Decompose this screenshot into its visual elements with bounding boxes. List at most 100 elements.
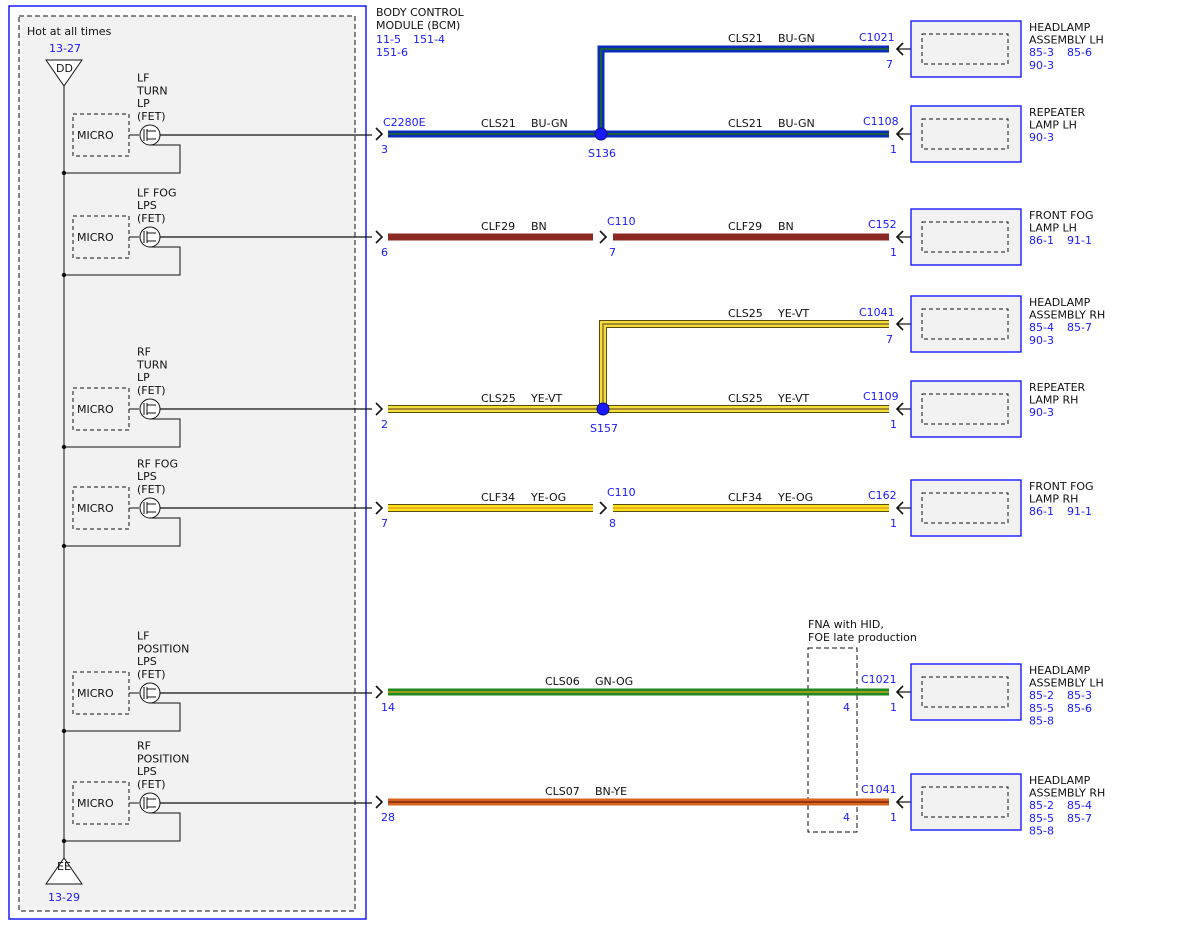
fet-icon <box>139 398 161 420</box>
option-box-line2: FOE late production <box>808 631 917 644</box>
component-inner <box>921 33 1009 65</box>
inline-connector-pin: 8 <box>609 517 616 530</box>
component-box <box>910 663 1022 721</box>
component-name-line: ASSEMBLY RH <box>1029 787 1105 800</box>
color-label: BN <box>531 220 547 233</box>
micro-label: MICRO <box>77 231 114 244</box>
driver-name-line: RF FOG <box>137 457 178 470</box>
circuit-label: CLS25 <box>728 307 763 320</box>
component-box <box>910 479 1022 537</box>
driver-name-line: LF <box>137 72 149 85</box>
component-inner <box>921 676 1009 708</box>
connector-arrow-icon <box>375 127 384 141</box>
connector-pin: 1 <box>890 418 897 431</box>
component-name-line: HEADLAMP <box>1029 21 1091 34</box>
fet-icon <box>139 226 161 248</box>
color-label: YE-VT <box>777 307 810 320</box>
node-dd-ref: 13-27 <box>49 42 81 55</box>
driver-name-line: (FET) <box>137 212 166 225</box>
circuit-label: CLS07 <box>545 785 580 798</box>
component-name-line: REPEATER <box>1029 381 1086 394</box>
component-name-line: FRONT FOG <box>1029 209 1094 222</box>
bcm-title-line1: BODY CONTROL <box>376 6 465 19</box>
component-box <box>910 773 1022 831</box>
driver-name-line: (FET) <box>137 384 166 397</box>
driver-name-line: POSITION <box>137 752 189 765</box>
component-ref: 85-2 <box>1029 799 1054 812</box>
color-label: YE-OG <box>777 491 813 504</box>
driver-name-line: LPS <box>137 199 157 212</box>
connector-arrow-icon <box>375 402 384 416</box>
color-label: BU-GN <box>778 117 815 130</box>
micro-label: MICRO <box>77 687 114 700</box>
driver-name-line: LP <box>137 97 150 110</box>
fet-icon <box>139 682 161 704</box>
circuit-label: CLS21 <box>728 32 763 45</box>
component-inner <box>921 308 1009 340</box>
component-name-line: FRONT FOG <box>1029 480 1094 493</box>
component-inner <box>921 393 1009 425</box>
driver-name-line: LP <box>137 371 150 384</box>
component-ref: 85-3 <box>1067 689 1092 702</box>
connector-pin: 1 <box>890 517 897 530</box>
connector-arrow-icon <box>375 795 384 809</box>
bcm-title-line2: MODULE (BCM) <box>376 19 460 32</box>
micro-label: MICRO <box>77 502 114 515</box>
bcm-pin: 7 <box>381 517 388 530</box>
bcm-pin: 2 <box>381 418 388 431</box>
driver-name-line: LPS <box>137 655 157 668</box>
hot-at-all-times-label: Hot at all times <box>27 25 112 38</box>
component-inner <box>921 786 1009 818</box>
bcm-inner-box <box>18 15 356 912</box>
driver-name-line: RF <box>137 346 151 359</box>
connector-pin: 1 <box>890 811 897 824</box>
component-inner <box>921 118 1009 150</box>
bcm-pin: 28 <box>381 811 395 824</box>
connector-label: C162 <box>868 489 897 502</box>
driver-name-line: (FET) <box>137 778 166 791</box>
node-ee-triangle <box>45 857 83 885</box>
color-label: BU-GN <box>778 32 815 45</box>
color-label: YE-VT <box>530 392 563 405</box>
micro-label: MICRO <box>77 129 114 142</box>
driver-name-line: TURN <box>136 358 168 371</box>
driver-name-line: (FET) <box>137 668 166 681</box>
component-ref: 90-3 <box>1029 334 1054 347</box>
component-box <box>910 295 1022 353</box>
component-name-line: ASSEMBLY LH <box>1029 677 1104 690</box>
component-name-line: HEADLAMP <box>1029 664 1091 677</box>
component-ref: 91-1 <box>1067 234 1092 247</box>
component-name-line: LAMP LH <box>1029 119 1077 132</box>
color-label: BN <box>778 220 794 233</box>
connector-pin: 1 <box>890 701 897 714</box>
component-box <box>910 380 1022 438</box>
component-ref: 85-7 <box>1067 321 1092 334</box>
component-ref: 91-1 <box>1067 505 1092 518</box>
component-inner <box>921 221 1009 253</box>
bus-junction-dot <box>61 444 67 450</box>
connector-label: C1021 <box>859 31 895 44</box>
component-ref: 85-8 <box>1029 714 1054 727</box>
bcm-ref-151-6: 151-6 <box>376 46 408 59</box>
bcm-ref-151-4: 151-4 <box>413 33 445 46</box>
component-ref: 85-2 <box>1029 689 1054 702</box>
component-ref: 85-3 <box>1029 46 1054 59</box>
circuit-label: CLF34 <box>481 491 515 504</box>
component-name-line: LAMP RH <box>1029 493 1078 506</box>
connector-pin: 7 <box>886 333 893 346</box>
option-box <box>807 647 858 833</box>
component-box <box>910 20 1022 78</box>
